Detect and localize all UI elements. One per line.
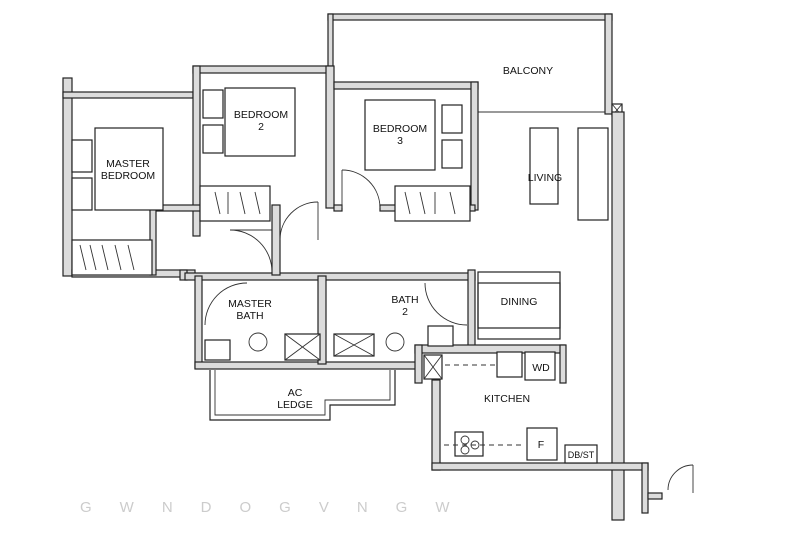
label-master-bedroom-2: BEDROOM xyxy=(101,170,155,182)
label-ac-ledge: AC xyxy=(288,387,303,399)
label-bedroom-3-num: 3 xyxy=(397,135,403,147)
label-fridge: F xyxy=(538,439,544,451)
watermark: GWNDOGVNGW xyxy=(80,499,478,516)
label-balcony: BALCONY xyxy=(503,65,553,77)
label-bath-2: BATH xyxy=(391,294,418,306)
label-living: LIVING xyxy=(528,172,562,184)
label-master-bedroom: MASTER xyxy=(106,158,150,170)
label-kitchen: KITCHEN xyxy=(484,393,530,405)
label-ac-ledge-2: LEDGE xyxy=(277,399,313,411)
label-bath-2-num: 2 xyxy=(402,306,408,318)
label-bedroom-3: BEDROOM xyxy=(373,123,427,135)
furniture xyxy=(71,87,609,464)
label-bedroom-2: BEDROOM xyxy=(234,109,288,121)
label-bedroom-2-num: 2 xyxy=(258,121,264,133)
label-db-st: DB/ST xyxy=(568,450,595,460)
label-master-bath-2: BATH xyxy=(236,310,263,322)
room-labels: BALCONY MASTER BEDROOM BEDROOM 2 BEDROOM… xyxy=(101,65,595,460)
doors xyxy=(204,169,694,493)
label-dining: DINING xyxy=(501,296,538,308)
balcony xyxy=(327,13,623,117)
label-wd: WD xyxy=(532,362,550,374)
label-master-bath: MASTER xyxy=(228,298,272,310)
